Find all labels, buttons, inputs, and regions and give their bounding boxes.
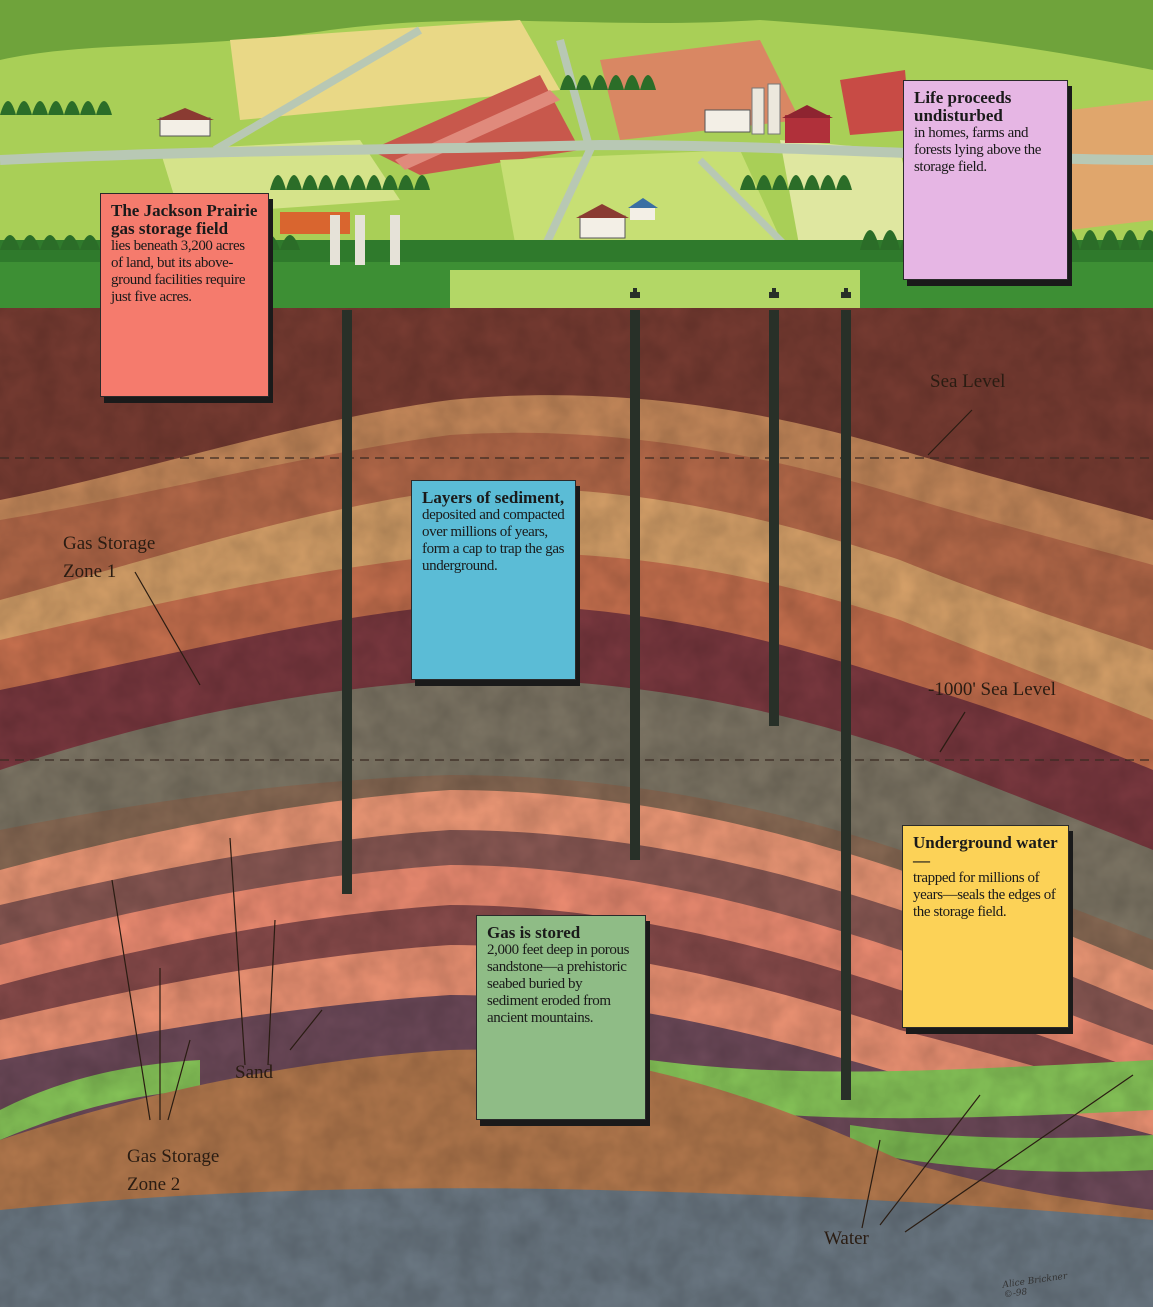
callout-jackson-body: lies beneath 3,200 acres of land, but it… (111, 238, 246, 305)
label-sea-level: Sea Level (930, 371, 1006, 392)
callout-layers-body: deposited and compacted over millions of… (422, 507, 565, 574)
field-light-3 (780, 140, 920, 250)
callout-water-body: trapped for millions of years—seals the … (913, 870, 1056, 920)
leader-lines (111, 409, 1134, 1233)
callout-layers-heading: Layers of sediment, (422, 488, 565, 507)
wells (342, 288, 851, 1100)
label-sand: Sand (235, 1062, 273, 1083)
callout-gas-is-stored: Gas is stored 2,000 feet deep in porous … (476, 915, 646, 1120)
field-orange-right (1070, 100, 1153, 230)
house-left (159, 117, 211, 137)
callout-layers-of-sediment: Layers of sediment, deposited and compac… (411, 480, 576, 680)
well-3 (769, 310, 779, 726)
road-diagonal (212, 26, 423, 154)
silo-1 (751, 87, 765, 135)
field-red-right (840, 70, 910, 135)
house-center (579, 215, 626, 239)
well-4 (841, 310, 851, 1100)
well-2 (630, 310, 640, 860)
silo-2 (767, 83, 781, 135)
farmhouse-right (704, 109, 751, 133)
distant-hills (0, 0, 1153, 70)
callout-life-proceeds: Life proceeds undisturbed in homes, farm… (903, 80, 1068, 280)
callout-life-heading: Life proceeds undisturbed (914, 88, 1012, 125)
callout-gas-body: 2,000 feet deep in porous sandstone—a pr… (487, 942, 630, 1026)
label-zone2-line1: Gas Storage (127, 1146, 220, 1167)
callout-jackson-prairie: The Jackson Prairie gas storage field li… (100, 193, 269, 397)
farm-buildings (156, 83, 833, 265)
callout-life-body: in homes, farms and forests lying above … (914, 125, 1042, 175)
callout-water-heading: Underground water— (913, 833, 1058, 870)
callout-jackson-heading: The Jackson Prairie gas storage field (111, 201, 258, 238)
label-gas-storage-zone-1: Gas Storage Zone 1 (63, 530, 155, 586)
label-gas-storage-zone-2: Gas Storage Zone 2 (127, 1143, 219, 1199)
strata (0, 308, 1153, 1307)
label-water: Water (824, 1228, 869, 1249)
callout-gas-heading: Gas is stored (487, 923, 581, 942)
wellhead-icons (630, 288, 851, 298)
well-1 (342, 310, 352, 894)
label-zone2-line2: Zone 2 (127, 1174, 181, 1195)
label-zone1-line1: Gas Storage (63, 533, 156, 554)
callout-underground-water: Underground water— trapped for millions … (902, 825, 1069, 1028)
label-zone1-line2: Zone 1 (63, 561, 117, 582)
label-sea-level-1000: -1000' Sea Level (928, 679, 1056, 700)
red-barn (785, 115, 830, 143)
